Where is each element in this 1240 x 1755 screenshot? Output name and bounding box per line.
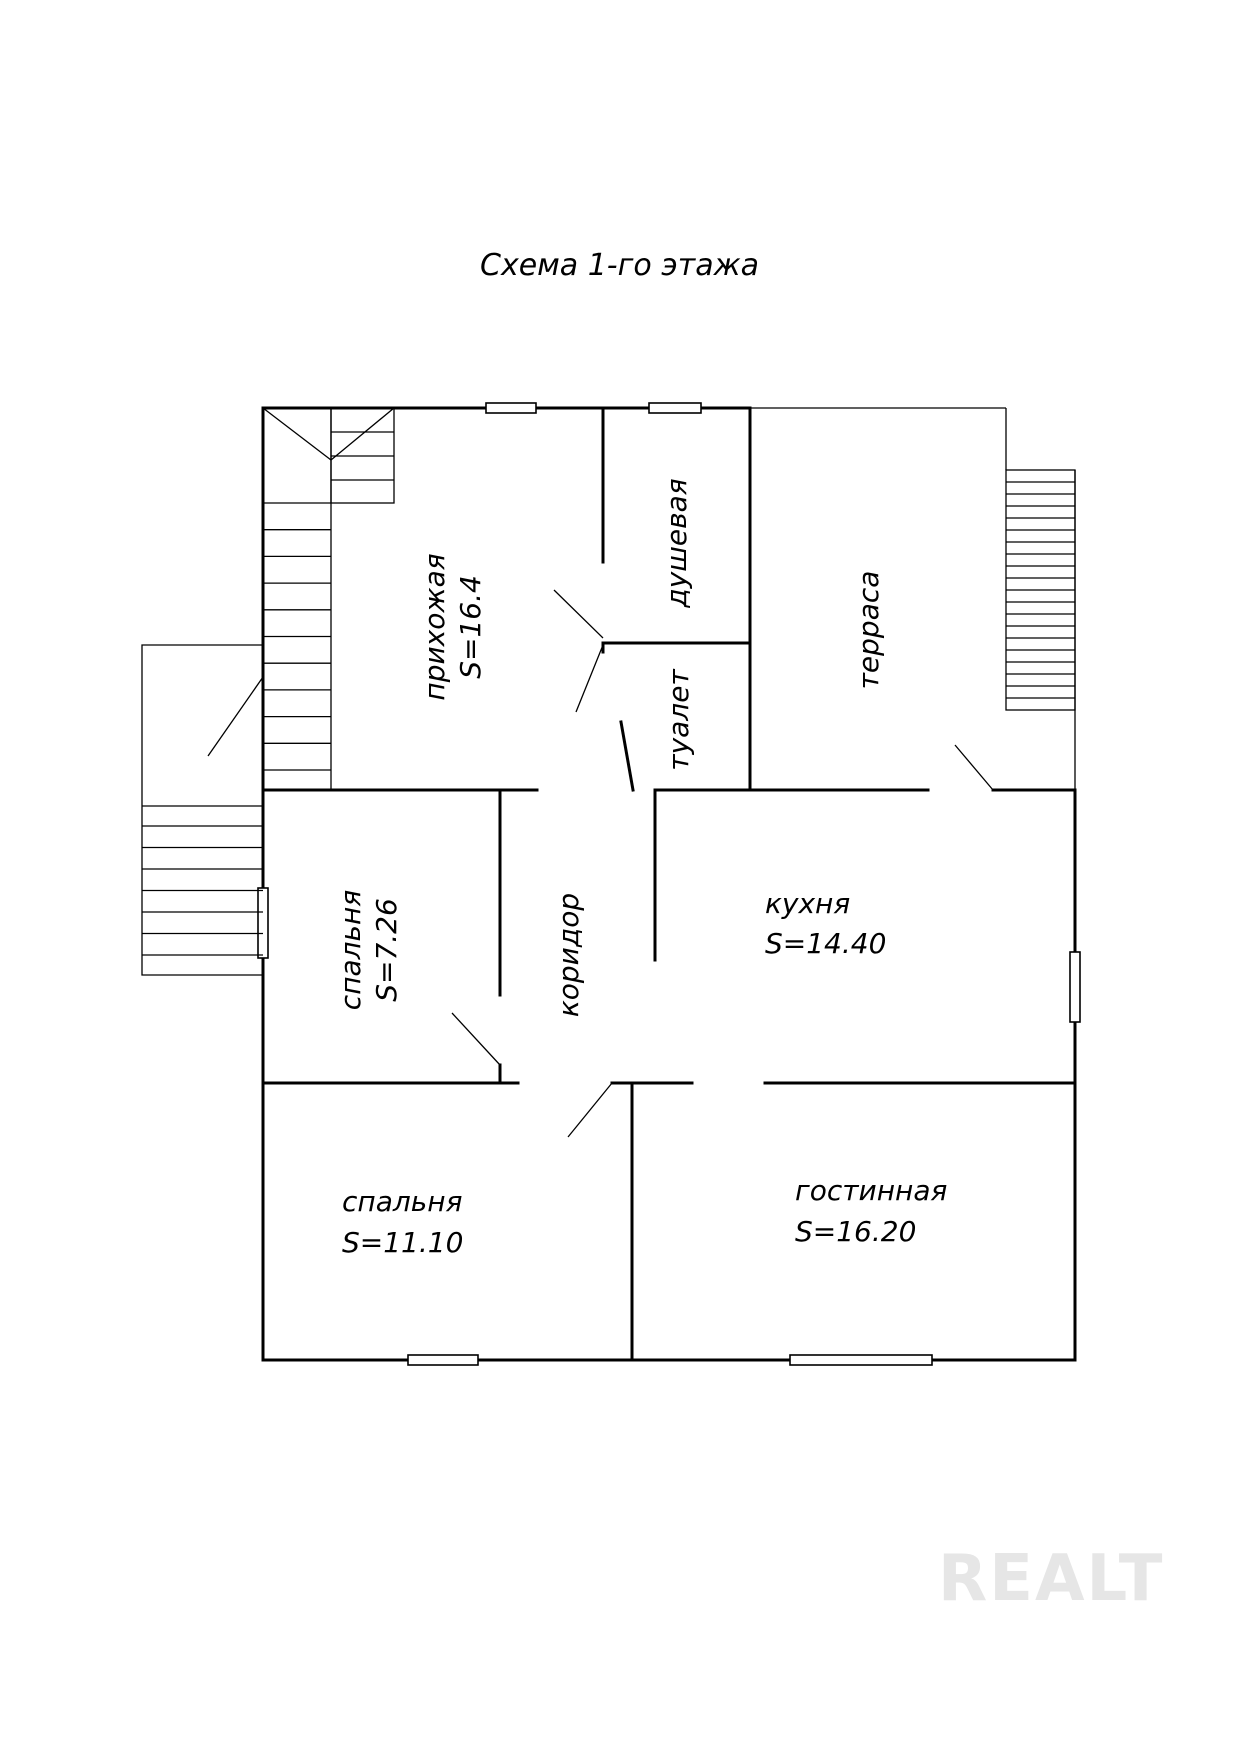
terrace-name: терраса (852, 571, 885, 690)
bedroom-small-area: S=7.26 (370, 898, 403, 1002)
living-room-area: S=16.20 (795, 1215, 916, 1248)
doors (207, 589, 994, 1138)
interior-staircase (262, 407, 395, 791)
left-porch (141, 644, 263, 976)
terrace-stairs (1005, 469, 1076, 711)
windows (257, 402, 1081, 1366)
bedroom-small-name: спальня (334, 890, 367, 1010)
living-room-name: гостинная (795, 1174, 947, 1207)
terrace-outline (750, 407, 1076, 790)
room-labels: прихожая S=16.4 душевая туалет терраса с… (334, 478, 947, 1259)
shower-name: душевая (660, 478, 693, 608)
bedroom-large-area: S=11.10 (342, 1226, 463, 1259)
toilet-name: туалет (662, 669, 695, 771)
kitchen-name: кухня (765, 887, 850, 920)
hallway-area: S=16.4 (454, 575, 487, 679)
bedroom-large-name: спальня (342, 1185, 462, 1218)
watermark-logo: REALT (938, 1542, 1164, 1616)
corridor-name: коридор (552, 893, 585, 1017)
plan-title: Схема 1-го этажа (480, 248, 759, 283)
hallway-name: прихожая (418, 553, 451, 700)
kitchen-area: S=14.40 (765, 927, 886, 960)
